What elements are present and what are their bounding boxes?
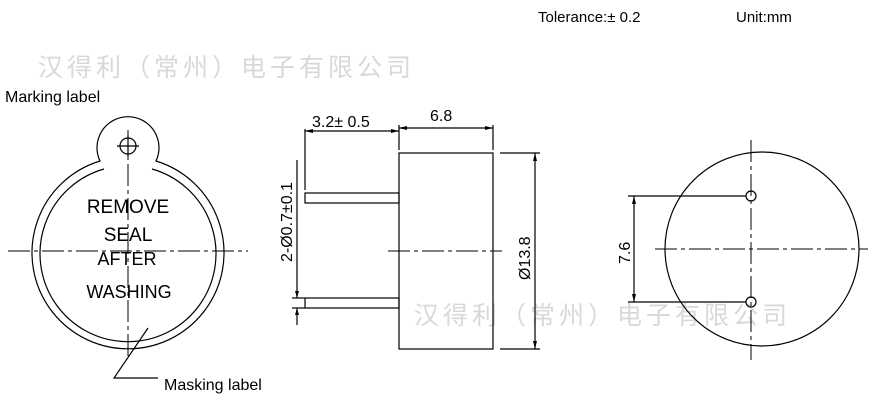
body-height-dim: 6.8 bbox=[430, 108, 452, 125]
seal-text-1: REMOVE bbox=[87, 197, 169, 218]
watermark-bottom: 汉得利（常州）电子有限公司 bbox=[414, 301, 791, 330]
pin-top bbox=[304, 192, 400, 204]
pin-bottom bbox=[304, 297, 400, 309]
bottom-view: 7.6 bbox=[617, 140, 868, 360]
seal-text-2: SEAL bbox=[104, 225, 153, 246]
pin-diameter-dim: 2-Ø0.7±0.1 bbox=[279, 182, 296, 262]
unit-label: Unit:mm bbox=[736, 9, 792, 26]
diameter-dim: Ø13.8 bbox=[517, 236, 534, 280]
pin-length-dim: 3.2± 0.5 bbox=[312, 114, 370, 131]
tolerance-label: Tolerance:± 0.2 bbox=[538, 9, 640, 26]
masking-leader bbox=[112, 327, 158, 379]
marking-label-outline bbox=[31, 116, 225, 350]
side-view: 3.2± 0.5 6.8 Ø13.8 2-Ø0.7±0.1 bbox=[279, 108, 540, 350]
seal-text-3: AFTER bbox=[97, 249, 156, 269]
pin-spacing-dim: 7.6 bbox=[617, 242, 634, 264]
masking-label: Masking label bbox=[164, 377, 262, 394]
watermark-top: 汉得利（常州）电子有限公司 bbox=[38, 53, 415, 82]
marking-label: Marking label bbox=[5, 89, 100, 106]
seal-text-4: WASHING bbox=[86, 282, 171, 302]
front-view: Marking label Masking label REMOVE SEAL … bbox=[5, 89, 262, 394]
